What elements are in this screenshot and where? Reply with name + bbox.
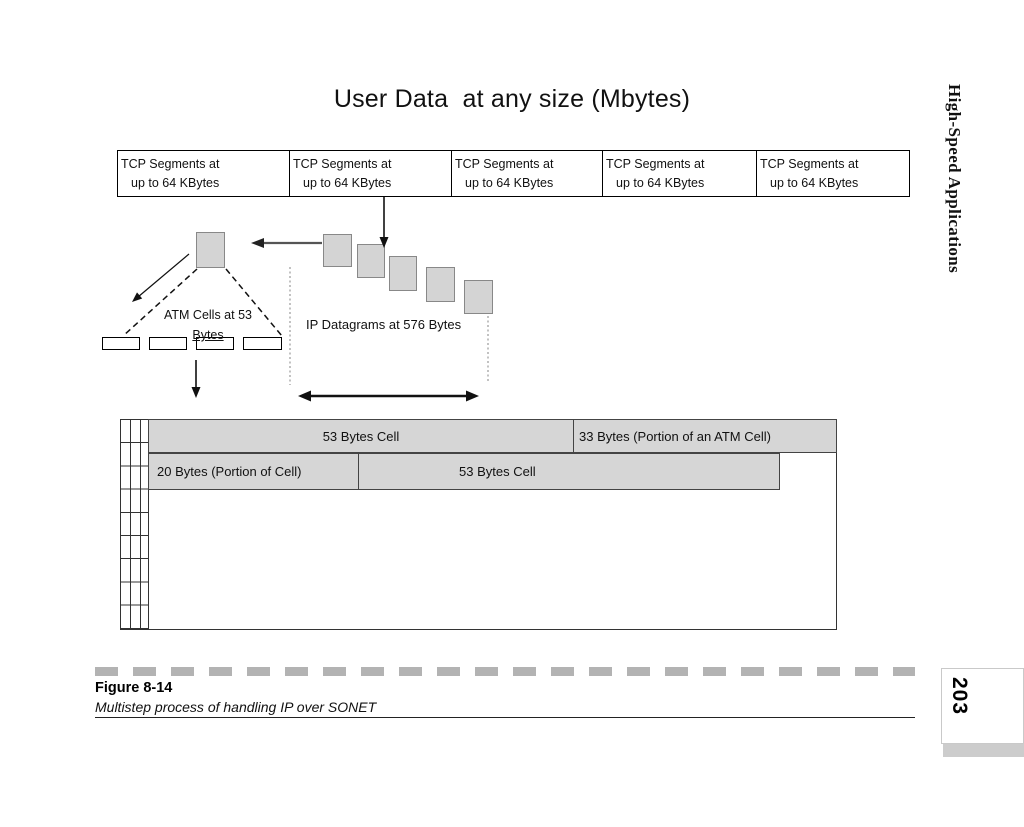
tcp-segment-box: TCP Segments at up to 64 KBytes [290,150,452,197]
sonet-row-2: 20 Bytes (Portion of Cell) 53 Bytes Cell [148,453,780,490]
tcp-segment-line2: up to 64 KBytes [770,176,859,190]
tcp-segment-line1: TCP Segments at [455,157,554,171]
atm-cells-label-line1: ATM Cells at 53 [164,308,252,322]
tcp-segment-box: TCP Segments at up to 64 KBytes [603,150,757,197]
ip-datagram-box [389,256,417,291]
sonet-cell-53bytes: 53 Bytes Cell [148,419,573,453]
sonet-cell-53bytes: 53 Bytes Cell [358,453,780,490]
tcp-segment-line2: up to 64 KBytes [616,176,705,190]
atm-cell-rect [102,337,140,350]
arrow-left-to-atm-cell [251,238,322,248]
sonet-row-1: 53 Bytes Cell 33 Bytes (Portion of an AT… [148,419,837,453]
arrow-down-to-sonet [191,360,201,398]
figure-dashed-divider [95,667,915,676]
figure-label: Figure 8-14 [95,680,173,696]
sonet-overhead-grid [121,420,149,629]
tcp-segment-line2: up to 64 KBytes [303,176,392,190]
atm-cells-label-line2: Bytes [192,328,224,342]
ip-datagram-box [357,244,385,278]
atm-cell-rect [149,337,187,350]
tcp-segments-row: TCP Segments at up to 64 KBytes TCP Segm… [117,150,910,197]
tcp-segment-line2: up to 64 KBytes [465,176,554,190]
tcp-segment-line2: up to 64 KBytes [131,176,220,190]
ip-datagram-box [464,280,493,314]
ip-datagrams-label: IP Datagrams at 576 Bytes [306,317,462,332]
page-number: 203 [948,677,971,716]
tcp-segment-line1: TCP Segments at [760,157,859,171]
page-tab-strip [943,744,1024,757]
tcp-segment-line1: TCP Segments at [121,157,220,171]
atm-cell-rect [196,337,234,350]
atm-cell-box [196,232,225,268]
figure-caption: Multistep process of handling IP over SO… [95,699,377,715]
sonet-cell-20bytes: 20 Bytes (Portion of Cell) [148,453,358,490]
atm-cell-rect [243,337,282,350]
side-header: High-Speed Applications [945,84,964,274]
ip-datagram-box [323,234,352,267]
arrow-down-from-tcp [379,197,389,248]
tcp-segment-box: TCP Segments at up to 64 KBytes [117,150,290,197]
sonet-cell-33bytes: 33 Bytes (Portion of an ATM Cell) [573,419,837,453]
caption-rule [95,717,915,718]
tcp-segment-box: TCP Segments at up to 64 KBytes [757,150,910,197]
ip-datagram-box [426,267,455,302]
tcp-segment-line1: TCP Segments at [606,157,705,171]
diagram-title: User Data at any size (Mbytes) [333,85,691,113]
arrow-double-span [298,390,479,402]
tcp-segment-line1: TCP Segments at [293,157,392,171]
tcp-segment-box: TCP Segments at up to 64 KBytes [452,150,603,197]
arrow-diagonal-down-left [132,253,190,302]
atm-cells-label: ATM Cells at 53 Bytes [148,305,268,345]
